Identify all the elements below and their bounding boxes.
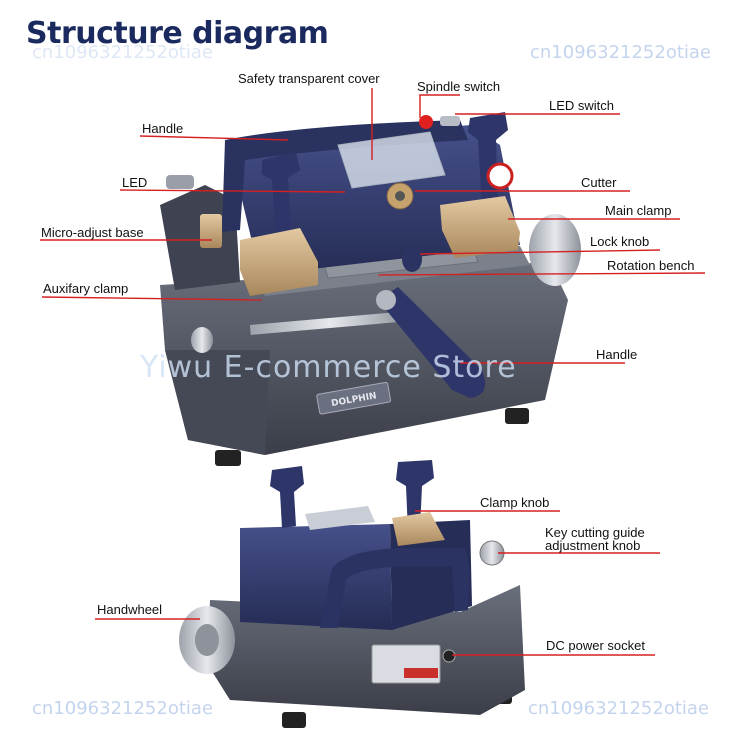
label-micro-adjust: Micro-adjust base: [41, 225, 144, 240]
bottom-left-lever: [270, 466, 304, 528]
label-aux-clamp: Auxifary clamp: [43, 281, 129, 296]
front-handle-hub: [376, 290, 396, 310]
adjust-screw-knob: [166, 175, 194, 189]
bottom-body-side: [390, 520, 472, 630]
label-led: LED: [122, 175, 148, 190]
spindle-switch-button: [419, 115, 433, 129]
bottom-body: [240, 524, 392, 630]
guide-rod: [249, 311, 411, 335]
page-title: Structure diagram: [26, 16, 329, 51]
top-machine: DOLPHIN: [160, 112, 581, 466]
cutter-hub: [395, 191, 405, 201]
label-dc-socket: DC power socket: [546, 638, 645, 653]
info-label-brand: [404, 668, 438, 678]
side-silver-knob: [191, 327, 213, 353]
bottom-brass-clamp: [392, 512, 445, 546]
brand-plate: DOLPHIN: [316, 381, 392, 415]
label-handle-side: Handle: [596, 347, 638, 362]
bottom-cover: [305, 506, 375, 530]
machine-foot: [215, 450, 241, 466]
watermark: cn1096321252otiae: [530, 42, 712, 63]
left-clamp-lever: [262, 152, 300, 242]
label-cutter: Cutter: [581, 175, 617, 190]
transparent-cover: [337, 131, 446, 189]
right-clamp-lever: [468, 112, 508, 207]
machine-base-front: [165, 350, 270, 455]
leader-lines: [40, 88, 706, 656]
bottom-handle-arch: [320, 548, 470, 628]
label-clamp-knob: Clamp knob: [480, 495, 550, 510]
front-handle: [378, 287, 486, 398]
dc-socket-shape: [442, 649, 456, 663]
label-rotation-bench: Rotation bench: [607, 258, 695, 273]
warning-sticker: [486, 162, 514, 190]
label-main-clamp: Main clamp: [605, 203, 672, 218]
micro-adjust-base-shape: [200, 214, 222, 248]
machine-foot: [282, 712, 306, 728]
label-guide-knob: Key cutting guide adjustment knob: [545, 526, 645, 552]
label-guide-knob-line2: adjustment knob: [545, 538, 641, 553]
top-handle-arch: [222, 120, 468, 232]
leader-handle-top: [139, 135, 289, 141]
handwheel-hub: [195, 624, 219, 656]
label-guide-knob-line1: Key cutting guide: [545, 525, 645, 540]
bottom-right-lever: [396, 460, 434, 532]
label-handle-top: Handle: [142, 121, 184, 136]
led-switch-toggle: [440, 116, 460, 126]
machine-foot: [505, 408, 529, 424]
leader-spindle-switch: [419, 94, 460, 118]
label-lock-knob: Lock knob: [590, 234, 650, 249]
leader-rotation-bench: [377, 272, 706, 276]
auxiliary-clamp-shape: [240, 228, 318, 296]
watermark-center: Yiwu E-commerce Store: [140, 350, 517, 385]
watermark: cn1096321252otiae: [528, 698, 710, 719]
watermark: cn1096321252otiae: [32, 698, 214, 719]
label-handwheel: Handwheel: [97, 602, 163, 617]
right-handwheel: [529, 214, 581, 286]
leader-lock-knob: [419, 249, 661, 255]
lock-knob-shape: [402, 246, 422, 272]
watermark: cn1096321252otiae: [32, 42, 214, 63]
leader-led: [119, 189, 346, 193]
leader-aux-clamp: [41, 296, 263, 301]
main-clamp-shape: [440, 196, 520, 258]
bottom-machine: [179, 460, 525, 728]
label-led-switch: LED switch: [549, 98, 615, 113]
label-spindle-switch: Spindle switch: [417, 79, 501, 94]
label-safety-cover: Safety transparent cover: [238, 71, 380, 86]
